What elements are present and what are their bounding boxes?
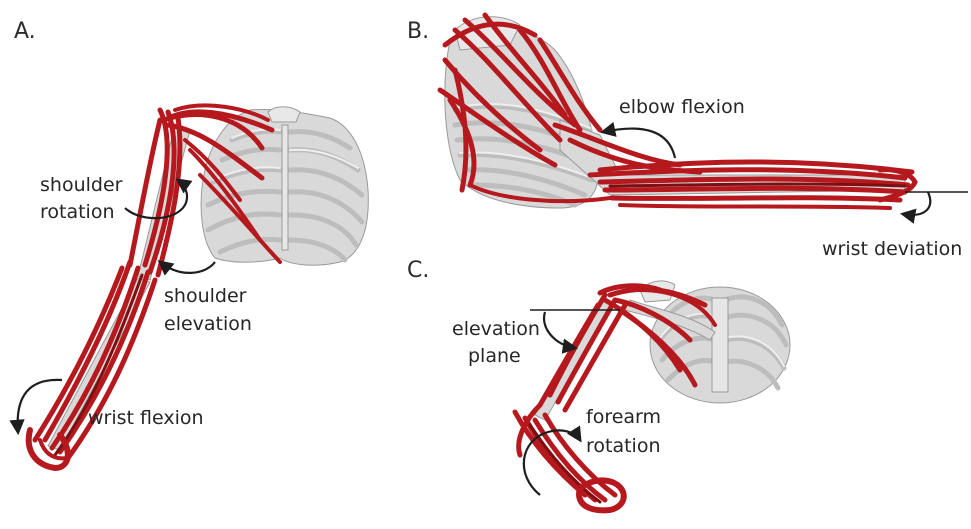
panel-a-label: A. (14, 19, 36, 44)
panel-b-ribcage (445, 17, 598, 208)
panel-c-label: C. (407, 258, 429, 283)
wrist-deviation-arrow-icon (903, 192, 930, 215)
elevation-plane-arrow-icon (544, 312, 575, 348)
elevation-plane-label-line1: elevation (452, 318, 540, 340)
panel-c: C. (407, 258, 790, 510)
panel-c-arm-bone (535, 300, 612, 420)
shoulder-elevation-label-line1: shoulder (164, 285, 247, 307)
wrist-flexion-label: wrist flexion (88, 407, 204, 429)
panel-b: B. (407, 15, 968, 260)
shoulder-elevation-arrow-icon (160, 262, 215, 273)
shoulder-rotation-label-line2: rotation (40, 201, 115, 223)
forearm-rotation-label-line1: forearm (586, 406, 661, 428)
panel-a: A. (14, 19, 368, 468)
wrist-deviation-label: wrist deviation (822, 238, 962, 260)
elbow-flexion-label: elbow flexion (619, 96, 745, 118)
shoulder-rotation-label-line1: shoulder (40, 174, 123, 196)
panel-a-ribcage (201, 107, 368, 265)
shoulder-elevation-label-line2: elevation (164, 313, 252, 335)
panel-b-label: B. (407, 19, 429, 44)
forearm-rotation-label-line2: rotation (586, 435, 661, 457)
elevation-plane-label-line2: plane (468, 345, 521, 367)
